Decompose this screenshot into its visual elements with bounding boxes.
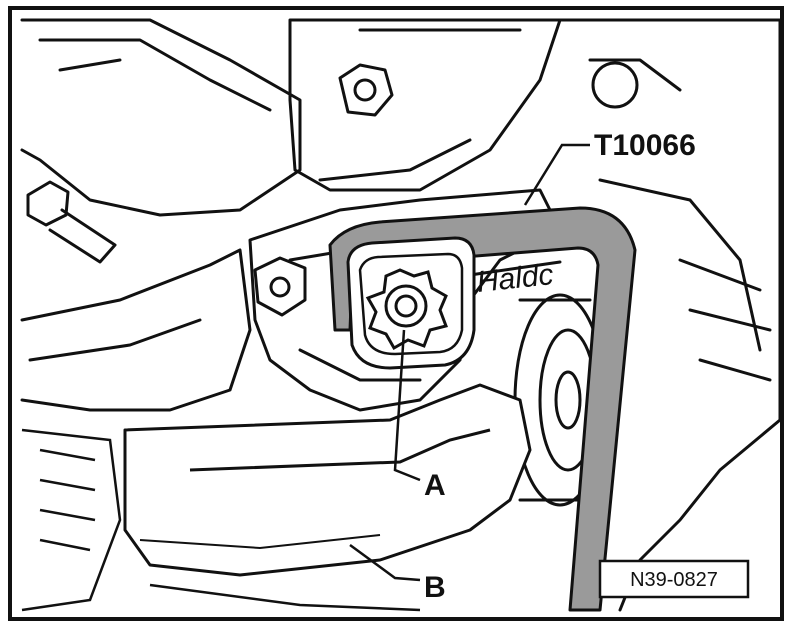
bracket-side-bolt [253,256,307,317]
engine-ribs [678,258,772,382]
leader-a [393,329,421,482]
belt-brand-text: Haldc [475,258,555,299]
top-mount-edge [318,28,522,182]
tool-b [123,383,532,577]
top-mount [288,18,562,192]
top-bolt [338,63,394,117]
lower-left-detail [21,428,421,612]
label-t10066: T10066 [594,129,696,162]
upper-arm-inner [38,38,272,112]
label-b: B [424,571,446,604]
upper-arm [20,18,302,217]
engine-boss [591,61,639,109]
figure-reference: N39-0827 [630,569,718,591]
figure-reference-box: N39-0827 [598,559,750,599]
lower-arm [20,248,252,412]
lower-arm-edge [28,318,202,362]
nut-a [365,268,448,351]
leader-b [349,543,421,582]
label-a: A [424,469,446,502]
left-small-bolt [26,180,117,264]
leader-lines [349,143,590,582]
leader-t10066 [523,143,590,206]
